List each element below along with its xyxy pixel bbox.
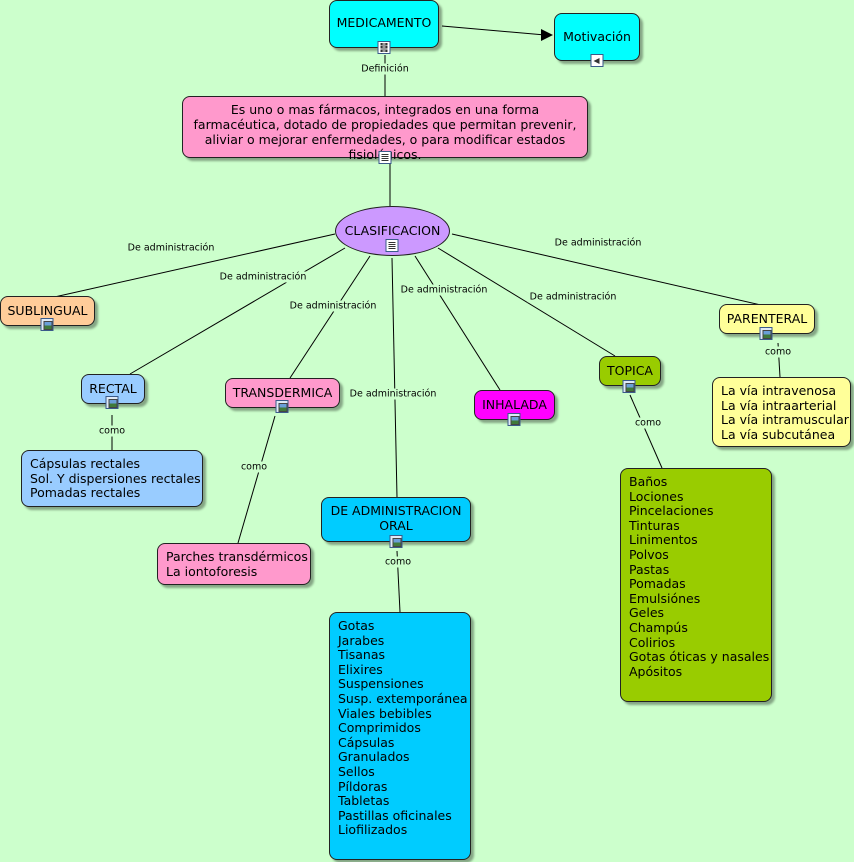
list-item: Tabletas: [338, 793, 390, 809]
list-item: Geles: [629, 605, 665, 621]
list-item: Suspensiones: [338, 676, 424, 692]
list-item: Champús: [629, 619, 688, 635]
list-item: Liofilizados: [338, 822, 408, 838]
label-de-administracion-inhalada: De administración: [398, 284, 490, 296]
list-rectal[interactable]: Cápsulas rectales Sol. Y dispersiones re…: [21, 450, 203, 507]
node-oral-label: DE ADMINISTRACION ORAL: [330, 503, 462, 533]
node-sublingual[interactable]: SUBLINGUAL: [0, 296, 95, 326]
list-item: La vía intravenosa: [721, 383, 837, 398]
list-item: La vía intramuscular: [721, 412, 849, 428]
label-de-administracion-rectal: De administración: [217, 271, 309, 283]
image-icon[interactable]: [275, 400, 289, 413]
label-como-topica: como: [632, 417, 664, 429]
node-definicion-label: Es uno o mas fármacos, integrados en una…: [193, 102, 577, 162]
list-item: Cápsulas: [338, 734, 395, 750]
node-topica[interactable]: TOPICA: [599, 356, 661, 386]
list-item: Pastillas oficinales: [338, 807, 452, 823]
node-topica-label: TOPICA: [607, 363, 653, 378]
node-rectal-label: RECTAL: [89, 381, 137, 396]
list-item: Parches transdérmicos: [166, 549, 308, 564]
list-item: Colirios: [629, 634, 676, 650]
label-de-administracion-parenteral: De administración: [552, 237, 644, 249]
list-item: La iontoforesis: [166, 563, 258, 579]
list-item: La vía intraarterial: [721, 397, 837, 413]
label-de-administracion-sublingual: De administración: [125, 242, 217, 254]
list-item: Pastas: [629, 561, 670, 577]
list-item: Sellos: [338, 763, 375, 779]
list-item: Granulados: [338, 749, 410, 765]
arrow-head: [541, 29, 553, 41]
list-item: Linimentos: [629, 532, 698, 548]
list-item: Cápsulas rectales: [30, 456, 141, 471]
node-clasificacion-label: CLASIFICACION: [344, 223, 441, 238]
image-icon[interactable]: [40, 318, 54, 331]
image-icon[interactable]: [389, 535, 403, 548]
list-item: Emulsiónes: [629, 590, 701, 606]
node-medicamento-label: MEDICAMENTO: [336, 15, 432, 30]
node-sublingual-label: SUBLINGUAL: [7, 303, 88, 318]
label-de-administracion-topica: De administración: [527, 291, 619, 303]
node-inhalada-label: INHALADA: [482, 397, 547, 412]
node-transdermica-label: TRANSDERMICA: [232, 385, 333, 400]
list-item: Pomadas rectales: [30, 485, 141, 501]
label-de-administracion-transdermica: De administración: [287, 300, 379, 312]
label-como-transdermica: como: [238, 461, 270, 473]
list-item: Tisanas: [338, 647, 385, 663]
label-como-parenteral: como: [762, 346, 794, 358]
node-oral[interactable]: DE ADMINISTRACION ORAL: [321, 497, 471, 542]
list-item: Elixires: [338, 661, 383, 677]
list-item: Tinturas: [629, 517, 680, 533]
image-icon[interactable]: [507, 413, 521, 426]
list-item: Píldoras: [338, 778, 388, 794]
list-item: La vía subcutánea: [721, 426, 836, 442]
list-oral[interactable]: Gotas Jarabes Tisanas Elixires Suspensio…: [329, 612, 471, 860]
label-como-oral: como: [382, 556, 414, 568]
node-motivacion-label: Motivación: [563, 29, 631, 44]
label-definicion: Definición: [359, 63, 411, 75]
label-de-administracion-oral: De administración: [347, 388, 439, 400]
video-icon[interactable]: [377, 41, 391, 54]
image-icon[interactable]: [759, 327, 773, 340]
label-como-rectal: como: [96, 425, 128, 437]
list-item: Pomadas: [629, 576, 686, 592]
list-item: Jarabes: [338, 632, 385, 648]
list-transdermica[interactable]: Parches transdérmicos La iontoforesis: [157, 543, 311, 585]
document-icon[interactable]: [385, 239, 399, 252]
list-topica[interactable]: Baños Lociones Pincelaciones Tinturas Li…: [620, 468, 772, 702]
document-icon[interactable]: [378, 151, 392, 164]
list-item: Polvos: [629, 546, 669, 562]
list-item: Pincelaciones: [629, 503, 714, 519]
list-item: Viales bebibles: [338, 705, 432, 721]
list-parenteral[interactable]: La vía intravenosa La vía intraarterial …: [712, 377, 851, 447]
list-item: Apósitos: [629, 663, 683, 679]
list-item: Sol. Y dispersiones rectales: [30, 470, 201, 486]
list-item: Lociones: [629, 488, 684, 504]
node-medicamento[interactable]: MEDICAMENTO: [329, 0, 439, 48]
sound-icon[interactable]: [590, 54, 604, 67]
node-definicion-text[interactable]: Es uno o mas fármacos, integrados en una…: [182, 96, 588, 162]
image-icon[interactable]: [622, 380, 636, 393]
image-icon[interactable]: [105, 396, 119, 409]
list-item: Baños: [629, 474, 668, 489]
list-item: Comprimidos: [338, 720, 421, 736]
node-parenteral-label: PARENTERAL: [726, 311, 808, 326]
list-item: Gotas: [338, 618, 375, 633]
list-item: Susp. extemporánea: [338, 690, 468, 706]
node-parenteral[interactable]: PARENTERAL: [719, 304, 815, 334]
list-item: Gotas óticas y nasales: [629, 649, 770, 665]
node-motivacion[interactable]: Motivación: [554, 13, 640, 61]
